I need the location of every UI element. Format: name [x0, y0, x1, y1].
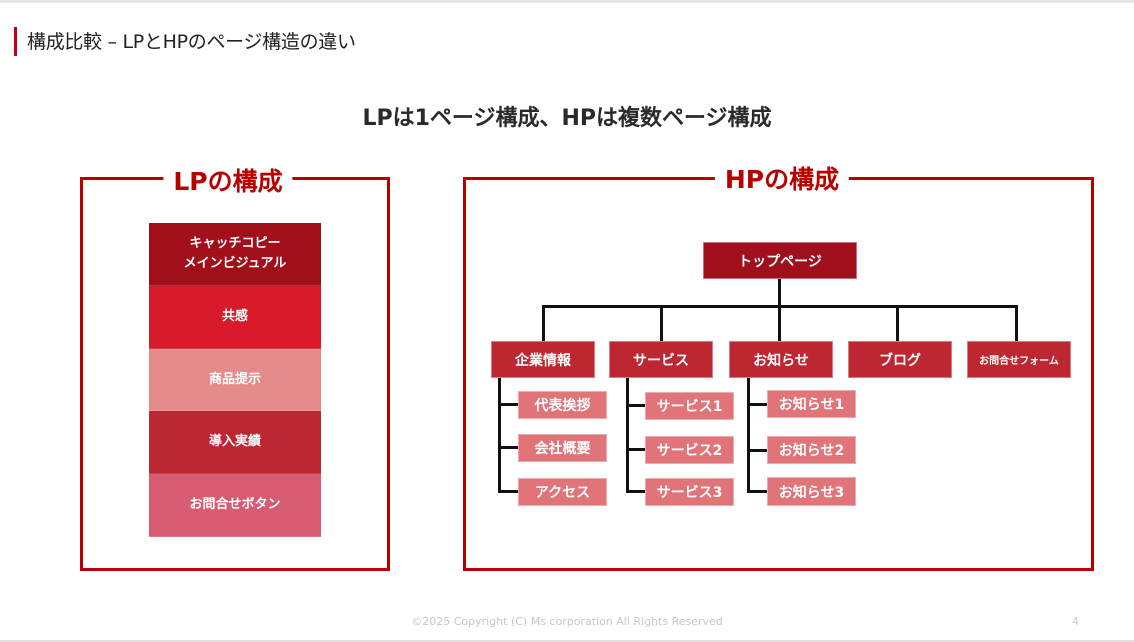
- lp-section-label: 商品提示: [208, 371, 261, 387]
- hp-node-company-info: 企業情報: [491, 341, 595, 378]
- lp-section-label: 導入実績: [208, 434, 261, 449]
- connector-line: [778, 305, 781, 342]
- hp-node-services: サービス: [609, 341, 713, 378]
- hp-frame-title: HPの構成: [714, 165, 850, 195]
- page-number: 4: [1072, 615, 1079, 628]
- hp-node-news-2: お知らせ2: [767, 436, 856, 464]
- connector-line: [778, 279, 781, 308]
- hp-node-news: お知らせ: [729, 341, 833, 378]
- lp-section-empathy: 共感: [149, 286, 321, 349]
- connector-line: [542, 305, 545, 342]
- connector-line: [896, 305, 899, 342]
- connector-line: [498, 378, 501, 492]
- connector-line: [498, 403, 518, 406]
- connector-line: [660, 305, 663, 342]
- lp-section-label: 共感: [221, 309, 248, 324]
- bottom-band: [0, 640, 1134, 642]
- slide-subtitle: LPは1ページ構成、HPは複数ページ構成: [362, 106, 772, 131]
- hp-node-service-1: サービス1: [645, 392, 734, 420]
- connector-line: [498, 446, 518, 449]
- lp-section-catchcopy: キャッチコピー メインビジュアル: [149, 223, 321, 286]
- hp-node-news-1: お知らせ1: [767, 390, 856, 418]
- connector-line: [747, 403, 767, 406]
- hp-node-access: アクセス: [518, 478, 607, 506]
- connector-line: [626, 448, 645, 451]
- slide-title: 構成比較 – LPとHPのページ構造の違い: [27, 31, 356, 53]
- connector-line: [626, 378, 629, 492]
- hp-node-contact-form: お問合せフォーム: [967, 341, 1071, 378]
- hp-node-blog: ブログ: [848, 341, 952, 378]
- lp-section-stack: キャッチコピー メインビジュアル 共感 商品提示 導入実績 お問合せボタン: [149, 223, 321, 537]
- top-band: [0, 0, 1134, 3]
- hp-node-service-3: サービス3: [645, 478, 734, 506]
- connector-line: [1015, 305, 1018, 342]
- connector-line: [747, 449, 767, 452]
- lp-section-label: キャッチコピー メインビジュアル: [183, 236, 287, 271]
- hp-node-top-page: トップページ: [703, 242, 857, 279]
- hp-node-company-overview: 会社概要: [518, 434, 607, 462]
- lp-section-results: 導入実績: [149, 411, 321, 474]
- lp-section-product: 商品提示: [149, 349, 321, 411]
- hp-node-greeting: 代表挨拶: [518, 391, 607, 419]
- header-accent-bar: [14, 27, 17, 56]
- lp-frame-title: LPの構成: [163, 167, 293, 197]
- connector-line: [626, 490, 645, 493]
- lp-section-contact-button: お問合せボタン: [149, 474, 321, 537]
- hp-node-service-2: サービス2: [645, 436, 734, 464]
- connector-line: [747, 490, 767, 493]
- connector-line: [498, 490, 518, 493]
- connector-line: [626, 404, 645, 407]
- copyright-footer: ©2025 Copyright (C) Ms corporation All R…: [411, 615, 723, 628]
- hp-node-news-3: お知らせ3: [767, 477, 856, 506]
- lp-section-label: お問合せボタン: [189, 497, 281, 512]
- connector-line: [747, 378, 750, 492]
